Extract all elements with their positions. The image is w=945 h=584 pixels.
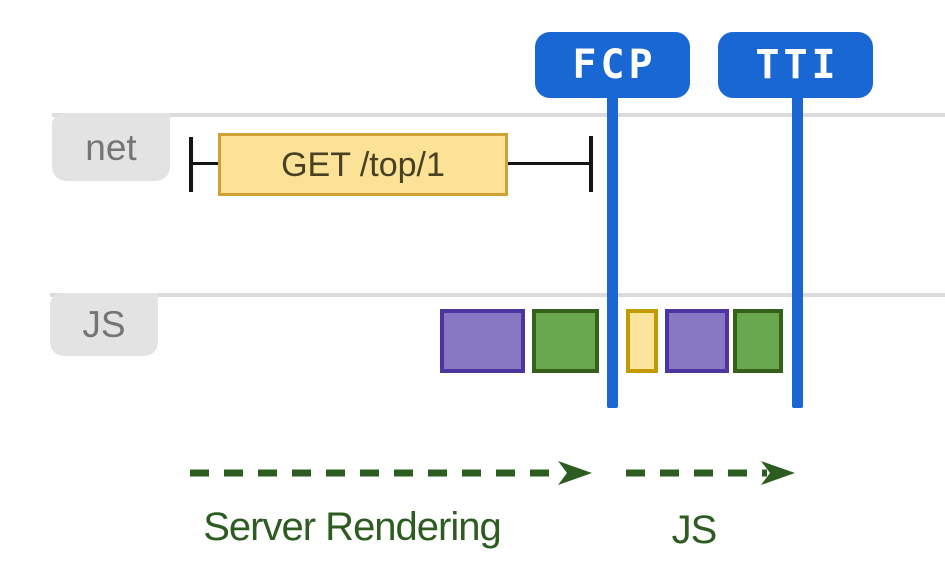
request-connector-right <box>508 162 591 165</box>
js-task-block-purple <box>440 309 525 373</box>
js-task-block-yellow <box>626 309 658 373</box>
js-lane-label: JS <box>82 304 126 345</box>
network-request-box: GET /top/1 <box>218 133 508 196</box>
js-lane-tab: JS <box>50 293 158 356</box>
net-lane-tab: net <box>52 113 170 181</box>
tti-badge-label: TTI <box>755 42 840 88</box>
fcp-marker-line <box>607 80 618 408</box>
tti-marker-line <box>792 80 803 408</box>
request-end-tick <box>589 136 593 192</box>
js-task-block-purple <box>665 309 729 373</box>
phase-label-js: JS <box>671 508 718 552</box>
phase-arrowhead-icon <box>558 461 592 485</box>
fcp-badge-label: FCP <box>572 42 657 88</box>
request-start-tick <box>189 137 193 192</box>
request-connector-left <box>191 162 218 165</box>
network-request-label: GET /top/1 <box>281 145 445 184</box>
js-task-block-green <box>532 309 599 373</box>
fcp-badge: FCP <box>535 32 690 98</box>
js-lane-line <box>50 293 945 297</box>
net-lane-line <box>52 113 945 117</box>
js-task-block-green <box>733 309 783 373</box>
phase-arrowhead-icon <box>761 461 795 485</box>
net-lane-label: net <box>85 126 137 168</box>
phase-label-server-rendering: Server Rendering <box>203 505 502 549</box>
tti-badge: TTI <box>718 32 873 98</box>
